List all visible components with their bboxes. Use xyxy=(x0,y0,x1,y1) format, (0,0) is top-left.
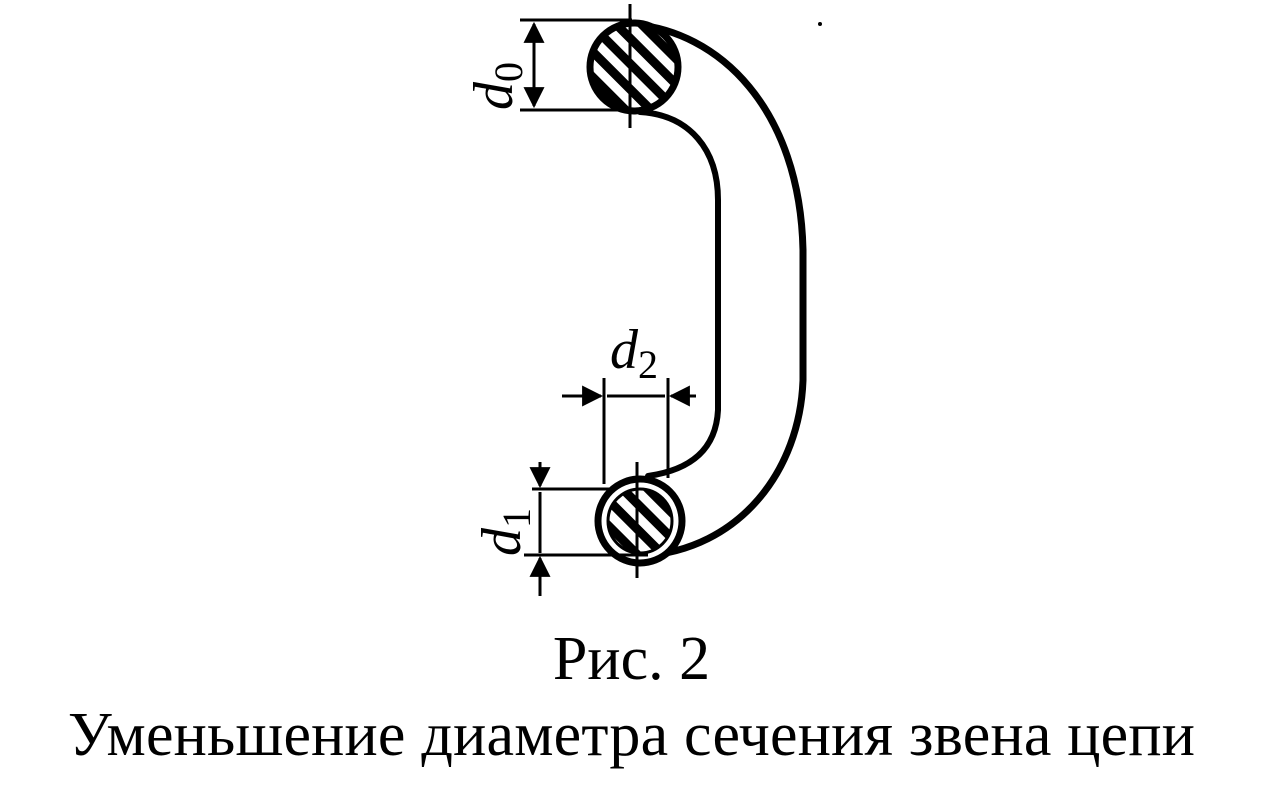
d0-dimension xyxy=(520,18,632,112)
link-inner-contour xyxy=(637,109,721,479)
figure-caption: Уменьшение диаметра сечения звена цепи xyxy=(67,701,1196,769)
d2-label: d2 xyxy=(610,319,658,387)
d2-dimension xyxy=(562,378,696,484)
d1-dimension xyxy=(524,462,648,596)
scan-speck xyxy=(818,22,822,26)
top-cross-section xyxy=(586,19,682,115)
d0-label: d0 xyxy=(463,62,531,110)
link-outer-contour xyxy=(626,20,807,560)
d1-label: d1 xyxy=(471,508,539,556)
figure-number: Рис. 2 xyxy=(552,625,711,693)
bottom-cross-section xyxy=(594,475,686,567)
